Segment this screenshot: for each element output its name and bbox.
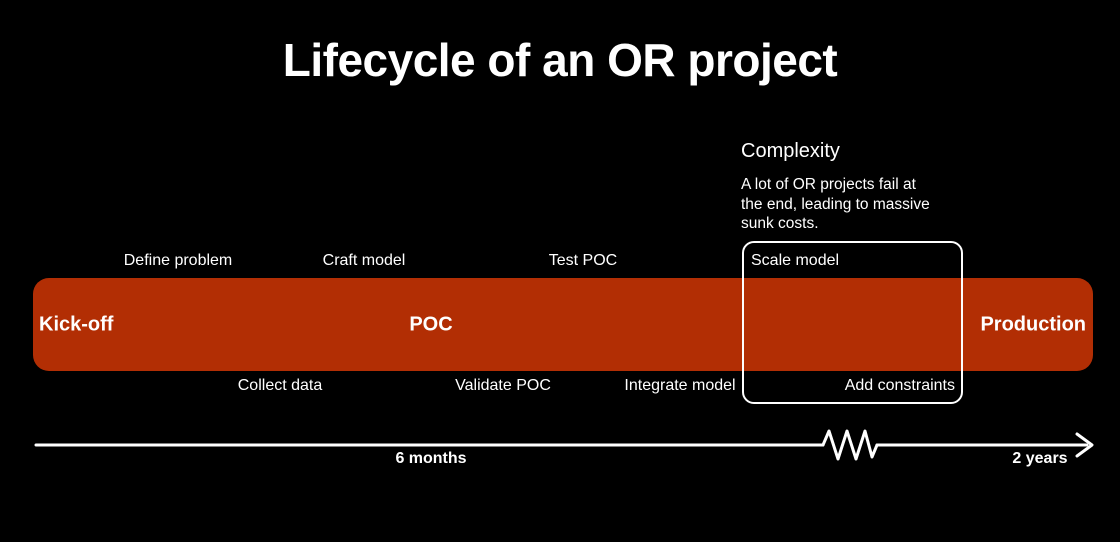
milestone-scale-model: Scale model <box>751 252 840 269</box>
milestone-collect-data: Collect data <box>237 377 323 394</box>
page-title: Lifecycle of an OR project <box>282 34 838 86</box>
milestone-add-constraints: Add constraints <box>844 377 955 394</box>
arrow-right-icon <box>1075 432 1094 458</box>
phase-label-production: Production <box>980 313 1086 335</box>
timeline-label-2-years: 2 years <box>1012 450 1068 467</box>
milestone-craft-model: Craft model <box>322 252 406 269</box>
timeline-label-6-months: 6 months <box>395 450 467 467</box>
timeline-axis <box>34 429 1094 461</box>
milestone-define-problem: Define problem <box>123 252 233 269</box>
complexity-highlight-box <box>742 241 963 404</box>
complexity-heading: Complexity <box>741 140 840 162</box>
milestone-integrate-model: Integrate model <box>624 377 736 394</box>
complexity-description: A lot of OR projects fail at the end, le… <box>741 176 930 232</box>
phase-bar: Kick-off POC Production <box>33 278 1093 371</box>
milestone-test-poc: Test POC <box>548 252 618 269</box>
phase-label-kickoff: Kick-off <box>39 313 114 335</box>
milestone-validate-poc: Validate POC <box>455 377 551 394</box>
axis-break-zigzag-icon <box>821 429 879 461</box>
phase-label-poc: POC <box>409 313 453 335</box>
